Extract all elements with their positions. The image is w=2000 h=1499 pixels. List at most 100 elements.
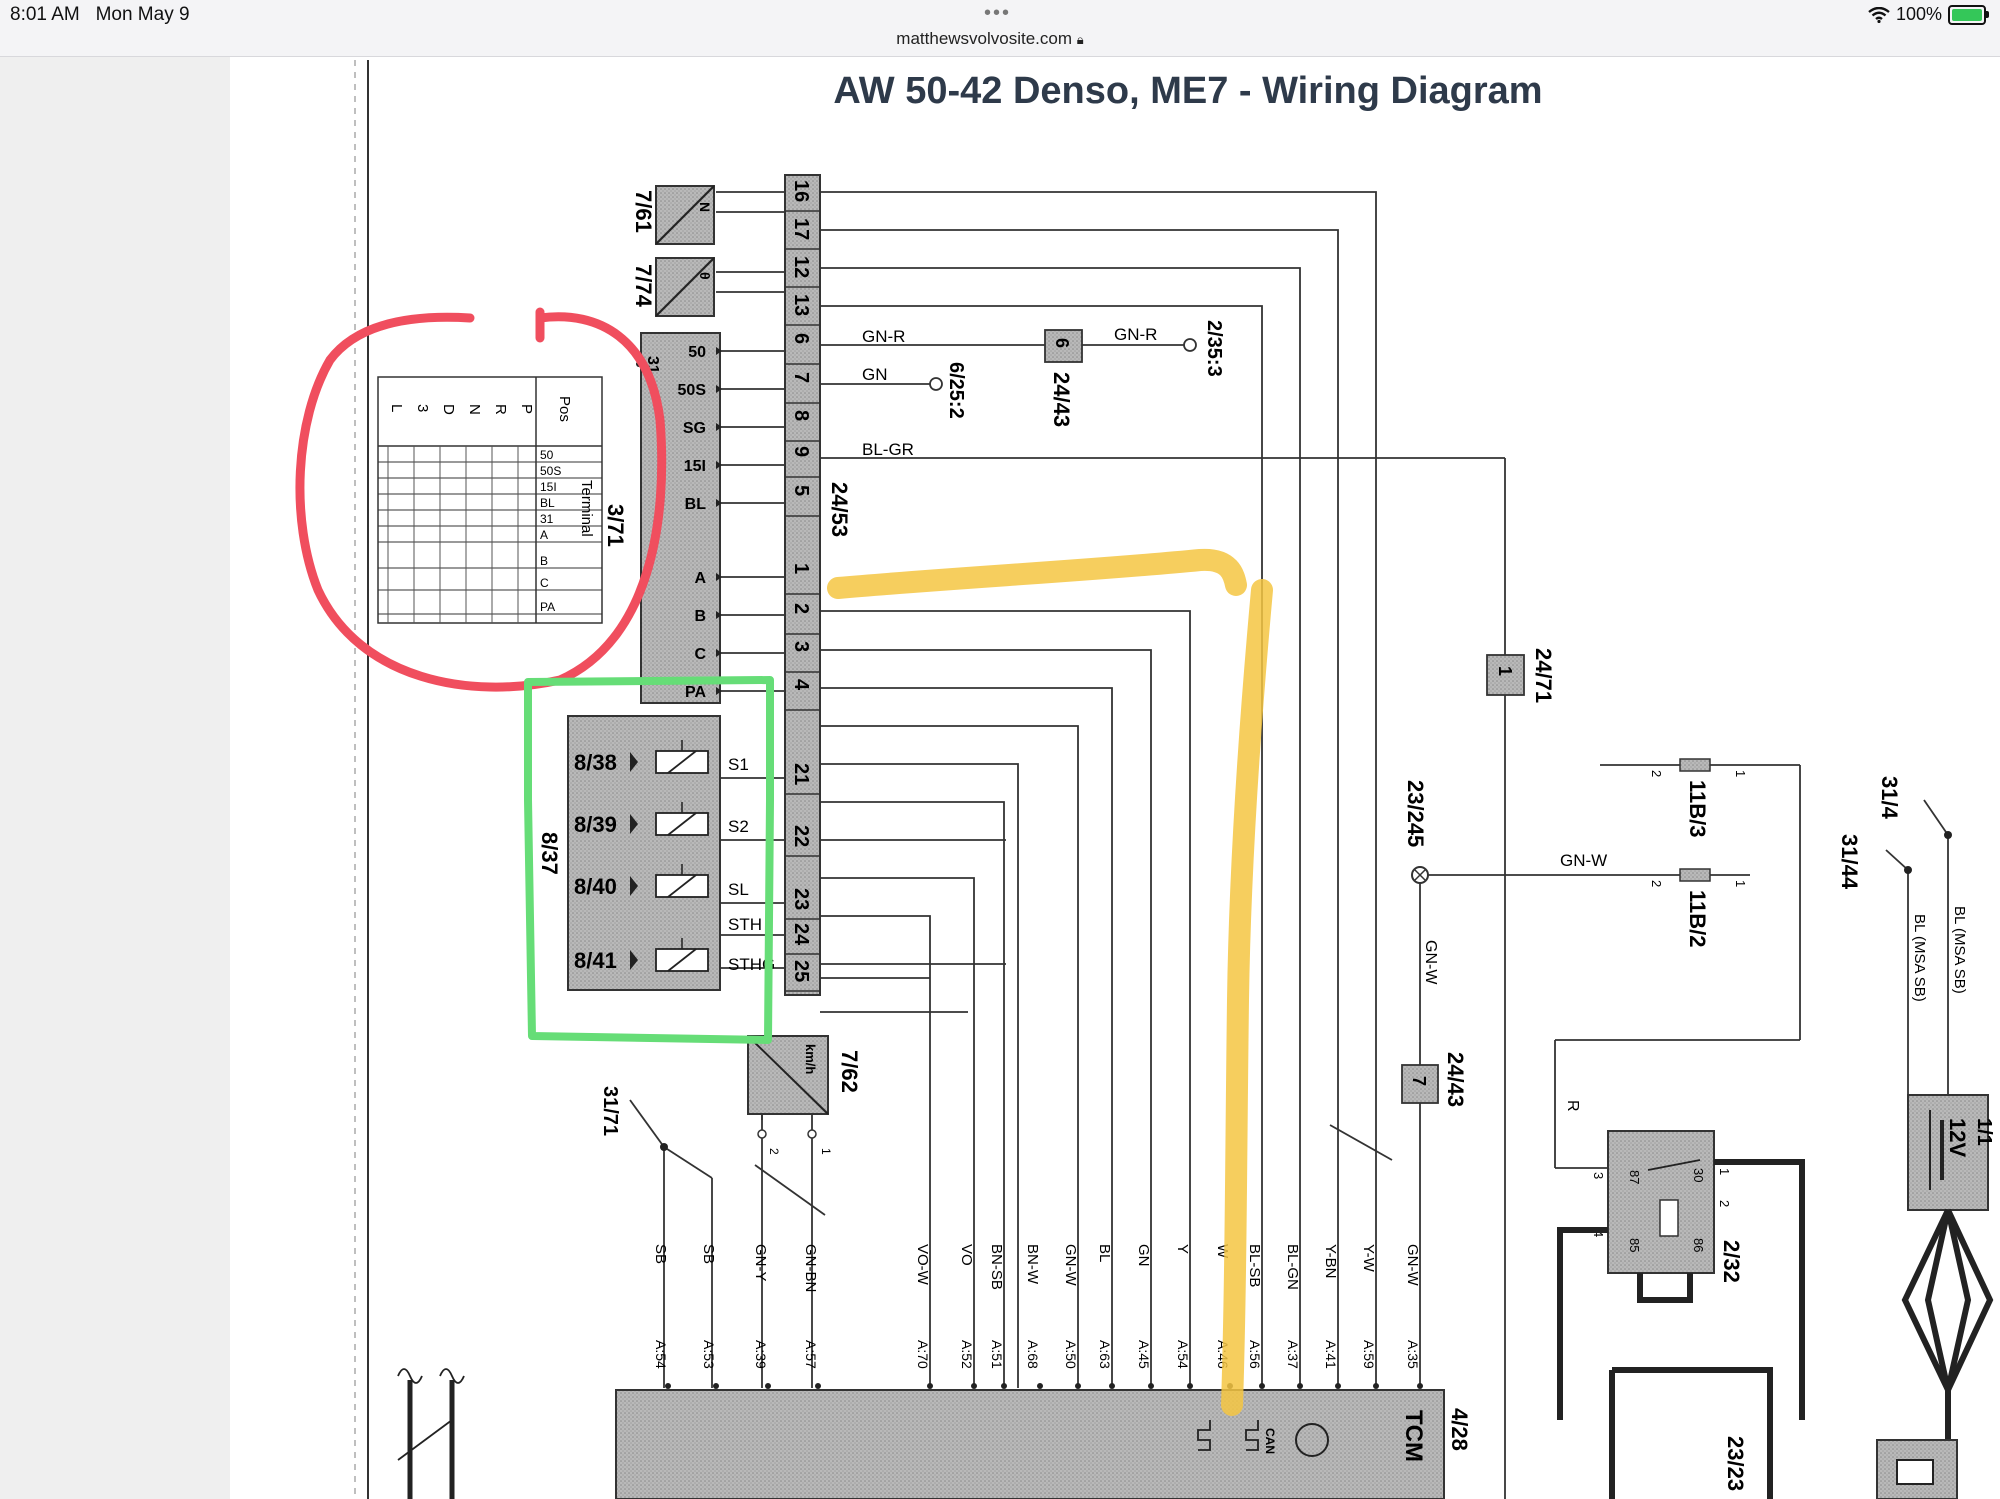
line-sl: SL <box>728 880 749 899</box>
tcm-pin-dot <box>665 1383 671 1389</box>
fuse-11b2-label: 11B/2 <box>1685 890 1710 948</box>
switch-terminal-arrow <box>716 423 722 431</box>
fuse-11b3-label: 11B/3 <box>1685 780 1710 838</box>
table-terminal-31: 31 <box>540 512 554 526</box>
table-position-r: R <box>492 404 509 415</box>
solenoid-8-38: 8/38 <box>574 750 617 775</box>
line-s1: S1 <box>728 755 749 774</box>
address-bar[interactable]: matthewsvolvosite.com 🔒︎ <box>0 29 1980 49</box>
wire-bl-msa-sb-2: BL (MSA SB) <box>1911 914 1928 1002</box>
solenoid-coil-slash <box>667 948 697 972</box>
relay-num-4: 4 <box>1591 1230 1606 1237</box>
wire-bl-msa-sb-1: BL (MSA SB) <box>1951 906 1968 994</box>
ref-6-25-2: 6/25:2 <box>945 362 967 419</box>
connector-pin-13: 13 <box>790 294 812 316</box>
battery-icon <box>1948 4 1989 25</box>
highlight-marks <box>295 307 1273 1416</box>
tcm-wire-pin: A:53 <box>701 1340 717 1369</box>
solenoid-valve-mark <box>630 814 638 834</box>
battery-1-1[interactable]: 12V 1/1 <box>1907 1094 1995 1211</box>
switch-terminal-pa: PA <box>685 684 706 701</box>
tcm-wire-color: GN-Y <box>752 1244 769 1282</box>
tcm-pin-dot <box>765 1383 771 1389</box>
tcm-wire-pin: A:39 <box>753 1340 769 1369</box>
sensor-7-74[interactable]: θ 7/74 <box>631 257 715 317</box>
switch-terminal-sg: SG <box>683 420 706 437</box>
sensor-7-61[interactable]: N 7/61 <box>631 185 715 245</box>
switch-terminal-arrow <box>716 611 722 619</box>
switch-terminal-arrow <box>716 347 722 355</box>
red-highlight-circle <box>295 312 667 692</box>
tcm-wire-pin: A:54 <box>1175 1340 1191 1369</box>
ref-23-23: 23/23 <box>1723 1436 1748 1491</box>
tcm-pin-dot <box>1335 1383 1341 1389</box>
tcm-wire-color: VO <box>958 1244 975 1266</box>
connector-24-71[interactable]: 1 24/71 <box>1486 648 1556 703</box>
connector-pin-1: 1 <box>790 563 812 574</box>
tcm-pin-dot <box>1075 1383 1081 1389</box>
solenoids: 8/388/398/408/41 <box>574 740 709 973</box>
green-highlight-box <box>524 676 774 1044</box>
battery-1-1-label: 1/1 <box>1973 1118 1995 1146</box>
switch-terminal-arrow <box>716 461 722 469</box>
tcm-wire-pin: A:50 <box>1063 1340 1079 1369</box>
relay-2-32[interactable]: 87 30 85 86 3 1 2 4 2/32 R <box>1564 1100 1744 1283</box>
yellow-highlight-horizontal <box>827 548 1247 599</box>
connector-24-43-pin-7[interactable]: 7 24/43 <box>1401 1052 1468 1107</box>
switch-terminal-b: B <box>694 608 706 625</box>
connector-pin-22: 22 <box>790 825 812 847</box>
tcm-wire-color: BN-W <box>1024 1244 1041 1285</box>
tcm-wire-pin: A:56 <box>1247 1340 1263 1369</box>
connector-24-71-label: 24/71 <box>1531 648 1556 703</box>
battery-voltage: 12V <box>1945 1118 1970 1157</box>
tcm-wire-pin: A:63 <box>1097 1340 1113 1369</box>
connector-pin-6: 6 <box>790 333 812 344</box>
status-time: 8:01 AM Mon May 9 <box>10 4 190 25</box>
tcm-module[interactable]: SBA:54SBA:53GN-YA:39GN-BNA:57VO-WA:70VOA… <box>615 1244 1472 1499</box>
more-options-icon[interactable]: ••• <box>984 2 1012 24</box>
table-position-n: N <box>466 404 483 415</box>
tcm-wire-color: GN-W <box>1062 1244 1079 1286</box>
splice-and-fuses[interactable]: 23/245 GN-W GN-W 2 1 2 1 11B/3 11B/2 <box>1403 758 1748 985</box>
valve-block-8-37[interactable]: 8/388/398/408/41 8/37 S1 S2 SL STH STHG <box>537 715 775 991</box>
table-terminal-50s: 50S <box>540 464 561 478</box>
table-position-d: D <box>440 404 457 415</box>
wiring-diagram[interactable]: AW 50-42 Denso, ME7 - Wiring Diagram <box>230 57 2000 1499</box>
connector-pin-5: 5 <box>790 485 812 496</box>
heavy-power-wires <box>1557 1159 1805 1499</box>
table-position-p: P <box>518 404 535 414</box>
tcm-wire-color: VO-W <box>914 1244 931 1286</box>
tcm-wire-pin: A:52 <box>959 1340 975 1369</box>
connector-pin-9: 9 <box>790 446 812 457</box>
connector-24-43-pin-6[interactable]: 6 24/43 2/35:3 GN-R GN-R GN 6/25:2 BL-GR <box>862 320 1225 459</box>
connector-pin-24: 24 <box>790 923 812 946</box>
connector-24-71-pin: 1 <box>1495 666 1515 676</box>
tcm-wire-pin: A:45 <box>1136 1340 1152 1369</box>
sensor-7-61-label: 7/61 <box>631 190 656 233</box>
ground-31-71: 31/71 <box>599 1086 668 1151</box>
connector-pin-4: 4 <box>790 679 812 691</box>
connector-pin-12: 12 <box>790 256 812 278</box>
fuse-11b3-pin-1: 1 <box>1733 770 1748 777</box>
tcm-pin-dot <box>815 1383 821 1389</box>
connector-pin-8: 8 <box>790 410 812 421</box>
wire-gn-w-v: GN-W <box>1422 940 1439 985</box>
table-terminal-pa: PA <box>540 600 555 614</box>
sensor-7-74-label: 7/74 <box>631 264 656 308</box>
tcm-wire-color: Y-W <box>1360 1244 1377 1273</box>
switch-terminal-50: 50 <box>688 344 706 361</box>
switch-terminal-arrow <box>716 499 722 507</box>
relay-pin-85: 85 <box>1627 1238 1642 1252</box>
wire-gn-r-1: GN-R <box>862 327 905 346</box>
table-terminal-bl: BL <box>540 496 555 510</box>
connector-pin-25: 25 <box>790 960 812 982</box>
ground-31-71-label: 31/71 <box>599 1086 621 1136</box>
switch-terminal-50s: 50S <box>678 382 707 399</box>
tcm-wire-color: GN <box>1135 1244 1152 1267</box>
tcm-wire-pin: A:70 <box>915 1340 931 1369</box>
connector-pin-2: 2 <box>790 603 812 614</box>
speed-sensor-7-62[interactable]: km/h 7/62 2 1 <box>747 1035 862 1155</box>
